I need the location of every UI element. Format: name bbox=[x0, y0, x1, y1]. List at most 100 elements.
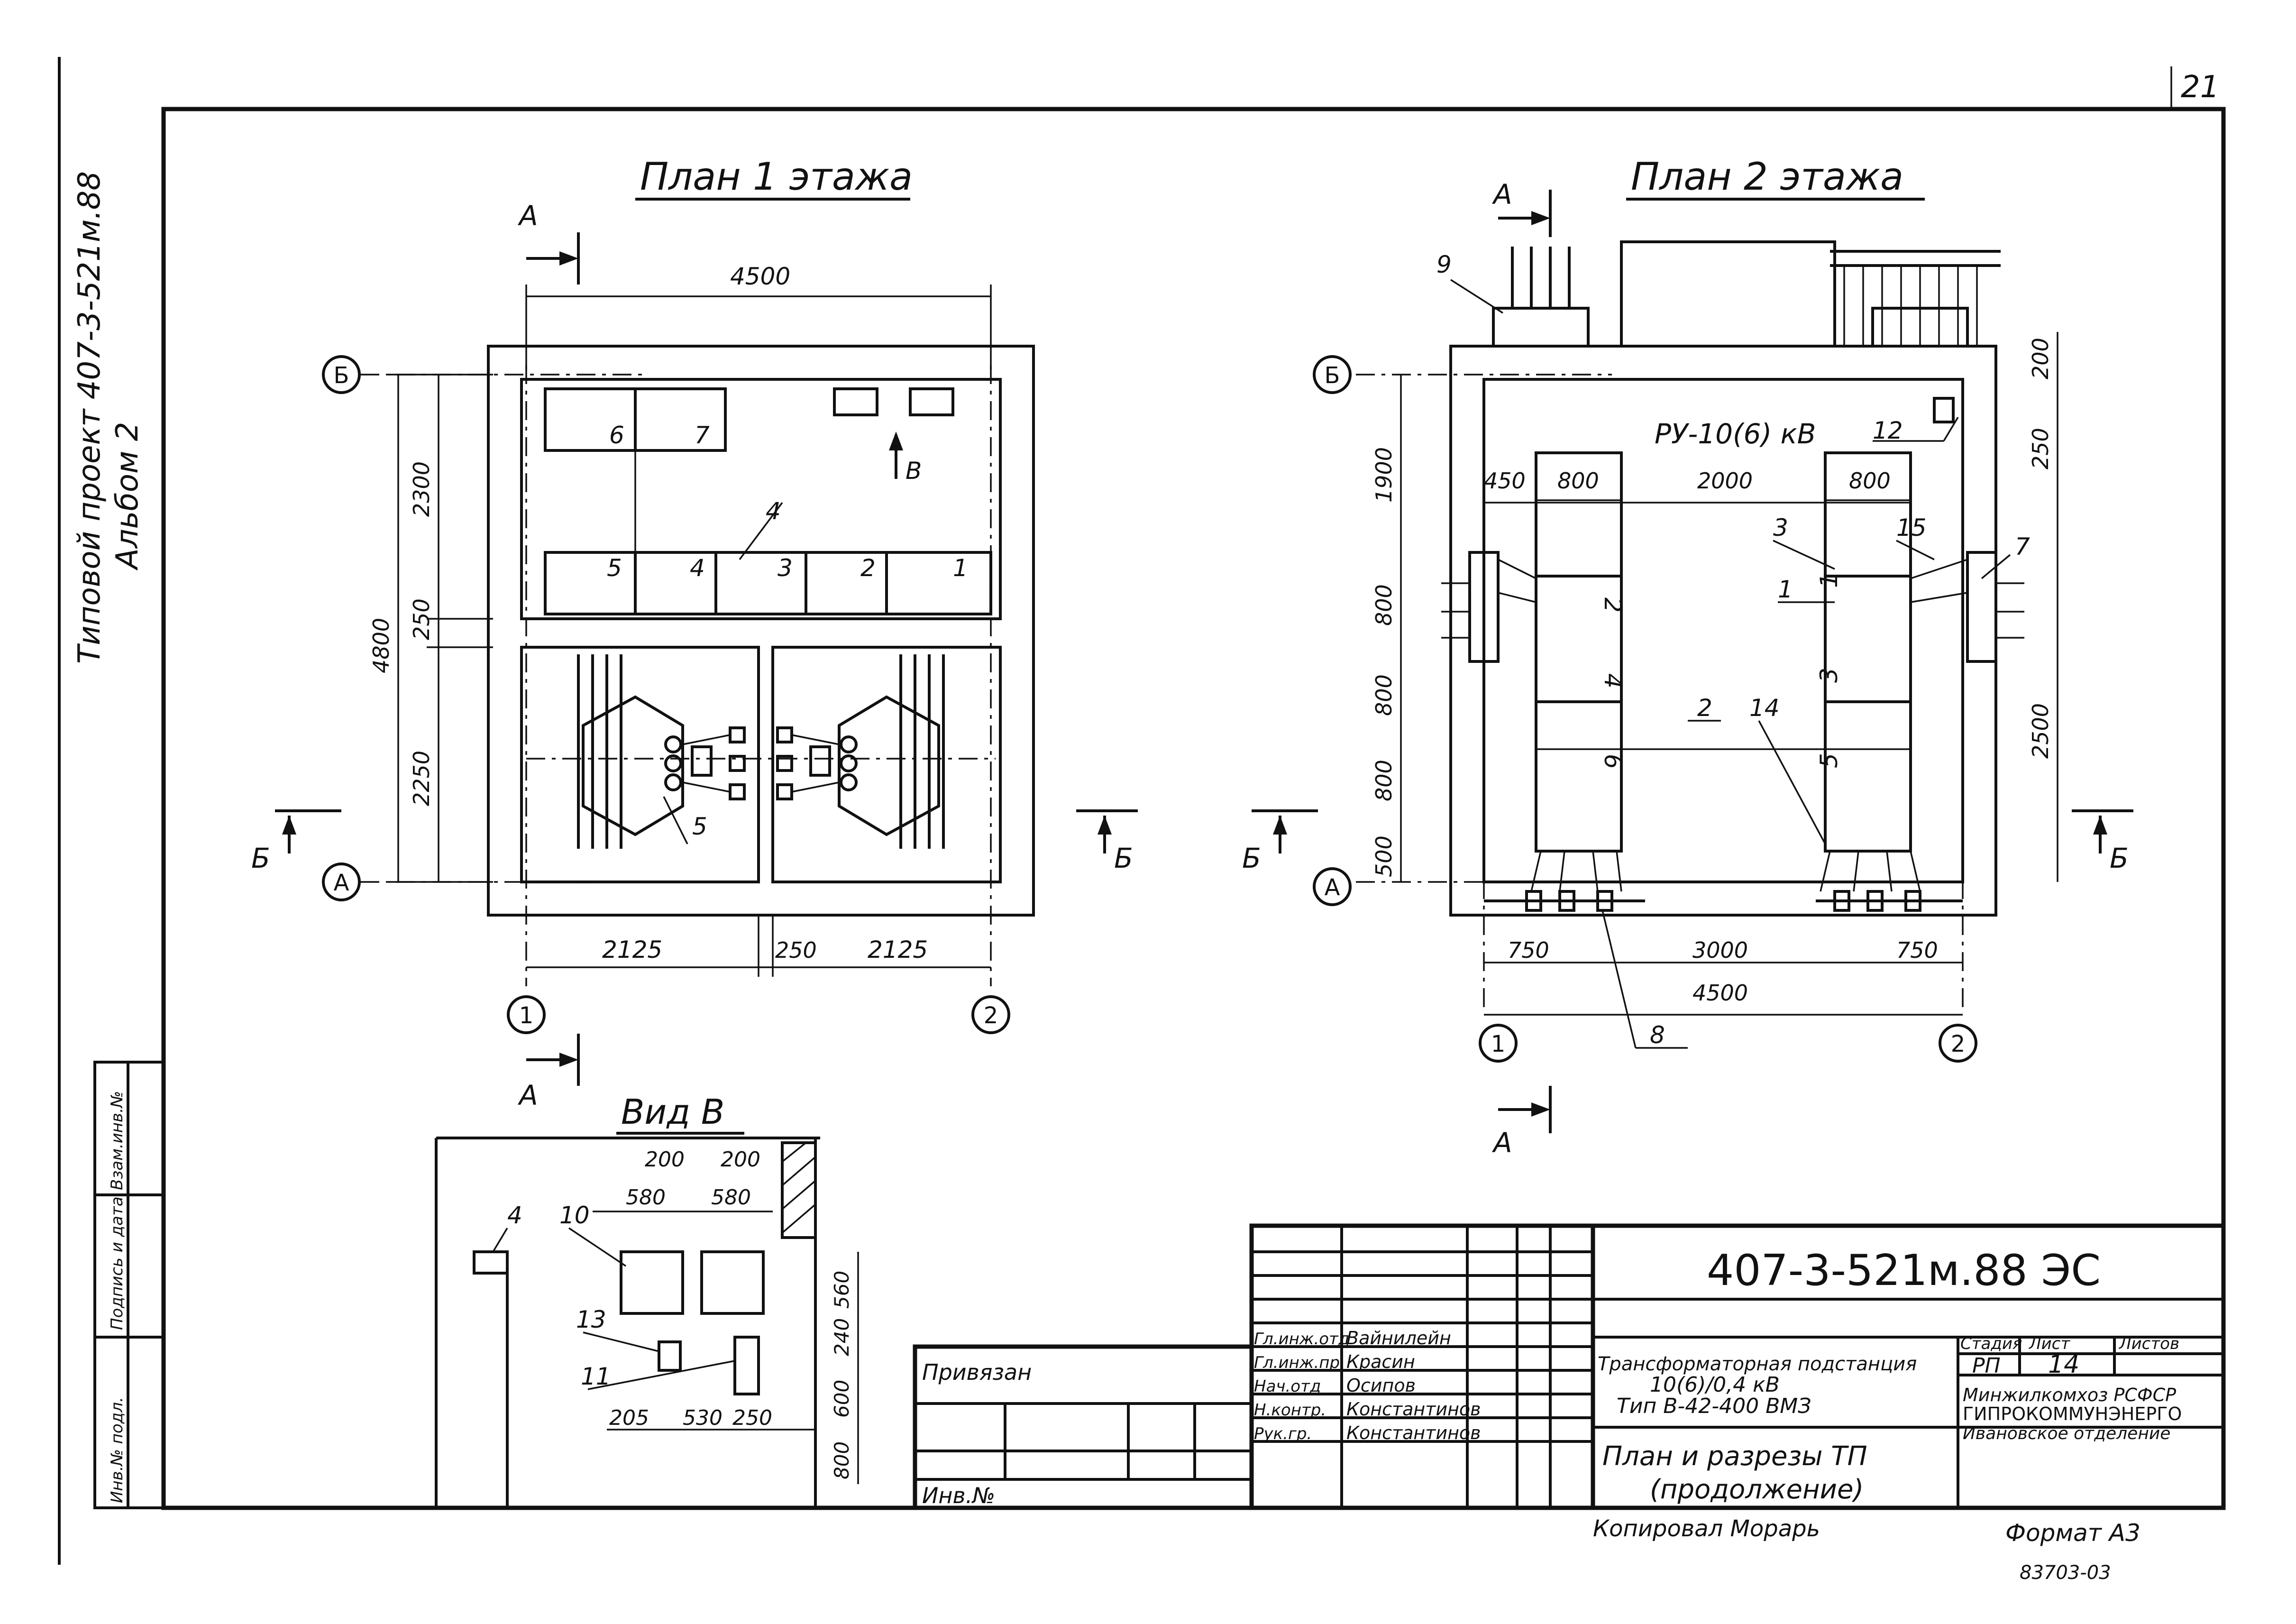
plan2-cell-6: 6 bbox=[1599, 754, 1627, 769]
transformer-left bbox=[577, 654, 746, 849]
plan2-label-7: 7 bbox=[2015, 533, 2030, 560]
view-b-label-4: 4 bbox=[507, 1202, 522, 1229]
plan2-title: План 2 этажа bbox=[1631, 155, 1903, 199]
plan1-dim-250: 250 bbox=[409, 598, 434, 640]
plan2-dim-800-1: 800 bbox=[1371, 584, 1397, 626]
plan2-dim-800b: 800 bbox=[1849, 468, 1891, 494]
plan2-cell-3: 3 bbox=[1815, 668, 1843, 683]
plan2-dim-750a: 750 bbox=[1508, 937, 1549, 963]
title-block bbox=[913, 1223, 2226, 1510]
plan1-section-a-top: А bbox=[517, 200, 538, 232]
plan2-axis-2: 2 bbox=[1951, 1031, 1966, 1057]
view-b-dim-560: 560 bbox=[830, 1271, 853, 1309]
view-b-dim-580a: 580 bbox=[626, 1185, 666, 1210]
plan1-section-a-bottom: А bbox=[517, 1079, 538, 1111]
plan2: План 2 этажа 9 РУ-10(6) кВ bbox=[1242, 155, 2133, 1159]
stamp-name-3: Осипов bbox=[1346, 1375, 1416, 1396]
plan1-cell-3: 3 bbox=[778, 554, 793, 582]
view-b-dim-240: 240 bbox=[830, 1318, 853, 1356]
stamp-role-1: Гл.инж.отд bbox=[1254, 1330, 1349, 1349]
plan2-label-15: 15 bbox=[1896, 514, 1927, 541]
plan2-dim-800-3: 800 bbox=[1371, 760, 1397, 801]
stamp-name-2: Красин bbox=[1346, 1351, 1415, 1372]
stamp-org-2: ГИПРОКОММУНЭНЕРГО bbox=[1963, 1404, 2182, 1424]
plan2-dim-2000: 2000 bbox=[1697, 468, 1753, 494]
stamp-inv: Инв.№ bbox=[922, 1483, 995, 1508]
stamp-h-sheets: Листов bbox=[2118, 1334, 2179, 1353]
view-b-dim-800: 800 bbox=[830, 1441, 853, 1479]
plan1-arrow-b: В bbox=[906, 457, 922, 485]
strip-replace-label: Взам.инв.№ bbox=[108, 1091, 127, 1190]
stamp-title-3: Тип В-42-400 ВМЗ bbox=[1617, 1394, 1811, 1418]
roof-rail bbox=[1830, 250, 2001, 346]
plan1-label-5: 5 bbox=[692, 813, 707, 840]
stamp-role-3: Нач.отд bbox=[1254, 1377, 1321, 1396]
plan2-label-8: 8 bbox=[1650, 1021, 1665, 1049]
plan1-dim-4500: 4500 bbox=[730, 263, 790, 290]
view-b-dim-200a: 200 bbox=[645, 1147, 685, 1172]
plan1-dim-4800: 4800 bbox=[368, 618, 394, 673]
stamp-h-sheet: Лист bbox=[2028, 1334, 2070, 1353]
plan2-section-a-top: А bbox=[1491, 178, 1512, 211]
plan1-label-6: 6 bbox=[609, 422, 624, 449]
plan2-label-12: 12 bbox=[1873, 417, 1903, 444]
plan1-cell-1: 1 bbox=[953, 554, 968, 582]
view-b-dim-250: 250 bbox=[732, 1406, 772, 1430]
plan1-cell-4: 4 bbox=[690, 554, 705, 582]
plan2-cell-5: 5 bbox=[1815, 753, 1843, 768]
plan1-axis-b: Б bbox=[334, 362, 349, 389]
plan1-cell-5: 5 bbox=[607, 554, 622, 582]
view-b: Вид В 4 10 13 11 200 200 580 580 205 530… bbox=[435, 1092, 859, 1508]
plan1-axis-2: 2 bbox=[984, 1002, 998, 1029]
strip-sign-label: Подпись и дата bbox=[108, 1196, 127, 1330]
stamp-title-1: Трансформаторная подстанция bbox=[1598, 1353, 1917, 1375]
revision-strip bbox=[93, 1061, 165, 1509]
plan2-cell-1: 1 bbox=[1815, 573, 1843, 588]
plan2-dim-800-2: 800 bbox=[1371, 674, 1397, 716]
plan2-section-b-left: Б bbox=[1242, 842, 1261, 874]
stamp-name-4: Константинов bbox=[1346, 1399, 1481, 1420]
copied-by: Копировал Морарь bbox=[1593, 1515, 1820, 1542]
plan2-dim-3000: 3000 bbox=[1692, 937, 1748, 963]
plan1: План 1 этажа 6 7 4 5 4 3 2 1 В bbox=[251, 155, 1138, 1111]
plan1-dim-2125a: 2125 bbox=[602, 936, 662, 963]
plan2-dim-450: 450 bbox=[1484, 468, 1526, 494]
plan2-dim-800a: 800 bbox=[1557, 468, 1599, 494]
plan2-axis-1: 1 bbox=[1491, 1031, 1506, 1057]
plan1-label-7: 7 bbox=[695, 422, 710, 449]
format-label: Формат А3 bbox=[2005, 1519, 2140, 1547]
stamp-org-1: Минжилкомхоз РСФСР bbox=[1963, 1385, 2176, 1405]
plan2-dim-200: 200 bbox=[2028, 338, 2053, 379]
plan1-axis-a: А bbox=[334, 870, 349, 896]
plan1-section-b-right: Б bbox=[1114, 842, 1133, 874]
stamp-role-4: Н.контр. bbox=[1254, 1401, 1326, 1420]
plan1-cell-2: 2 bbox=[860, 554, 876, 582]
stamp-stage: РП bbox=[1972, 1354, 2001, 1378]
plan2-section-b-right: Б bbox=[2110, 842, 2129, 874]
transformer-right bbox=[776, 654, 945, 849]
plan2-cell-2: 2 bbox=[1599, 597, 1627, 613]
plan2-dim-2500: 2500 bbox=[2028, 703, 2053, 759]
view-b-title: Вид В bbox=[621, 1092, 724, 1132]
album-label: Альбом 2 bbox=[110, 422, 145, 571]
plan1-dim-250b: 250 bbox=[775, 937, 817, 963]
sheet-number: 21 bbox=[2181, 70, 2219, 105]
plan2-dim-750b: 750 bbox=[1896, 937, 1938, 963]
stamp-sheet-title-2: (продолжение) bbox=[1650, 1474, 1864, 1505]
plan2-axis-a: А bbox=[1325, 874, 1340, 901]
stamp-name-5: Константинов bbox=[1346, 1422, 1481, 1443]
stamp-title-2: 10(6)/0,4 кВ bbox=[1650, 1373, 1780, 1397]
stamp-sheet-title-1: План и разрезы ТП bbox=[1602, 1441, 1867, 1472]
plan1-dim-2300: 2300 bbox=[409, 461, 434, 517]
plan2-label-3: 3 bbox=[1773, 514, 1788, 541]
plan1-dim-2125b: 2125 bbox=[868, 936, 928, 963]
project-label: Типовой проект 407-3-521м.88 bbox=[72, 171, 107, 664]
stamp-h-stage: Стадия bbox=[1960, 1334, 2022, 1353]
view-b-dim-530: 530 bbox=[683, 1406, 723, 1430]
plan2-dim-250: 250 bbox=[2028, 428, 2053, 469]
stamp-role-2: Гл.инж.пр. bbox=[1254, 1353, 1345, 1372]
view-b-dim-205: 205 bbox=[609, 1406, 649, 1430]
plan1-title: План 1 этажа bbox=[640, 155, 913, 199]
view-b-dim-200b: 200 bbox=[721, 1147, 760, 1172]
